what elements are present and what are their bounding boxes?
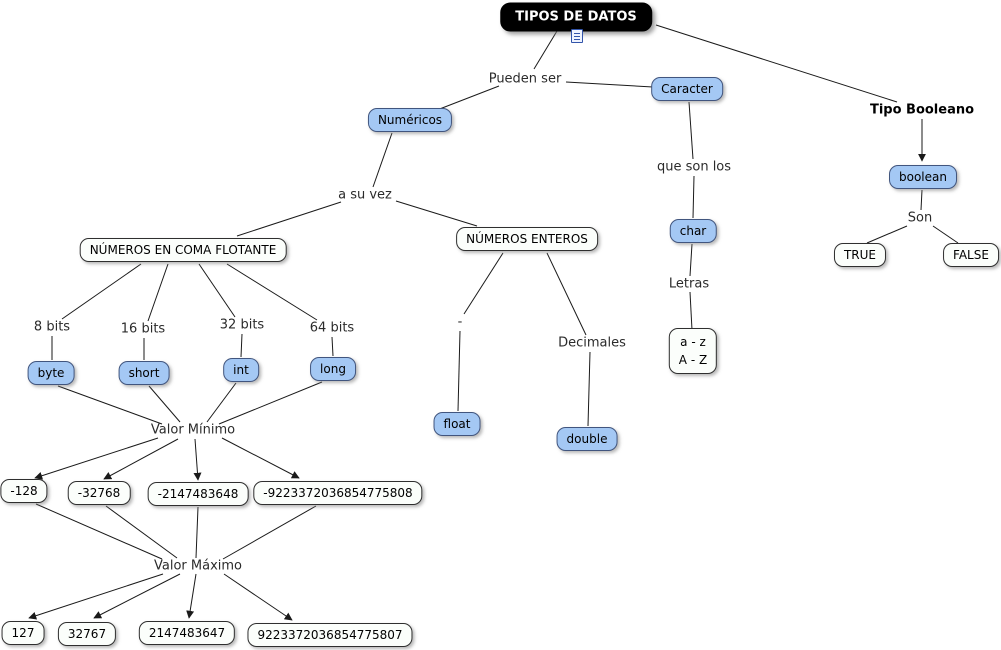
link-16-bits[interactable]: 16 bits [120,321,166,337]
node-int[interactable]: int [223,358,259,382]
connector-line [35,503,163,560]
node-max-int[interactable]: 2147483647 [138,621,236,645]
connector-line [222,505,317,560]
connector-line [193,438,202,481]
connector-line [57,385,163,425]
rango-line-2: A - Z [678,353,708,367]
link-valor-minimo[interactable]: Valor Mínimo [150,422,236,438]
node-rango-letras[interactable]: a - z A - Z [668,328,718,374]
connector-line [61,263,142,320]
connector-line [436,85,500,111]
node-double[interactable]: double [556,427,618,451]
connector-line [692,175,695,219]
link-letras[interactable]: Letras [668,276,710,292]
link-a-su-vez[interactable]: a su vez [338,187,392,203]
link-8-bits[interactable]: 8 bits [33,319,71,335]
connector-line [147,263,169,322]
connector-line [226,263,318,321]
connector-line [565,81,654,88]
connector-line [28,573,164,620]
connector-line [223,573,293,621]
connector-line [920,189,923,211]
connector-line [218,381,323,425]
node-byte[interactable]: byte [27,361,75,385]
connector-line [331,336,334,357]
connector-line [34,437,159,480]
link-decimales[interactable]: Decimales [558,335,626,351]
node-true[interactable]: TRUE [833,243,887,267]
connector-line [105,505,178,559]
node-long[interactable]: long [310,357,356,381]
connector-line [689,291,693,331]
document-icon[interactable] [571,29,583,43]
node-min-short[interactable]: -32768 [67,481,131,505]
connector-line [103,438,179,480]
node-char[interactable]: char [669,219,717,243]
connector-line [198,263,236,318]
connector-line [587,351,591,427]
node-max-short[interactable]: 32767 [57,622,117,646]
node-tipos-de-datos[interactable]: TIPOS DE DATOS [500,2,652,32]
node-min-int[interactable]: -2147483648 [147,482,249,506]
link-64-bits[interactable]: 64 bits [309,320,355,336]
node-short[interactable]: short [118,361,170,385]
connector-line [457,330,461,412]
connector-line [533,30,558,70]
connector-line [240,333,243,358]
link-son[interactable]: Son [907,210,933,226]
node-numeros-enteros[interactable]: NÚMEROS ENTEROS [456,227,598,251]
link-que-son-los[interactable]: que son los [656,159,732,175]
node-min-long[interactable]: -9223372036854775808 [253,481,423,505]
link-32-bits[interactable]: 32 bits [219,317,265,333]
node-min-byte[interactable]: -128 [0,479,48,503]
node-max-long[interactable]: 9223372036854775807 [247,623,413,647]
connector-line [546,252,587,336]
node-caracter[interactable]: Caracter [651,77,723,101]
connector-line [195,506,199,559]
connector-line [688,101,694,160]
link-dash[interactable]: - [457,314,463,330]
connector-line [93,573,181,619]
connector-line [148,385,181,423]
connector-line [689,243,693,277]
connector-line [221,437,300,479]
node-numericos[interactable]: Numéricos [367,108,453,132]
node-numeros-coma-flotante[interactable]: NÚMEROS EN COMA FLOTANTE [79,238,287,262]
connector-line [206,382,237,423]
node-float[interactable]: float [433,412,481,436]
rango-line-1: a - z [680,335,706,349]
node-false[interactable]: FALSE [943,243,999,267]
link-valor-maximo[interactable]: Valor Máximo [154,558,242,574]
connector-line [655,24,898,103]
connector-line [186,573,197,619]
link-pueden-ser[interactable]: Pueden ser [488,71,562,87]
node-tipo-booleano[interactable]: Tipo Booleano [869,102,975,118]
connector-line [932,225,959,244]
connector-line [395,200,478,227]
connector-line [463,252,504,315]
connector-line [372,132,393,188]
connector-line [866,225,908,244]
node-boolean[interactable]: boolean [889,165,957,189]
connector-line [236,201,342,237]
node-max-byte[interactable]: 127 [1,621,45,645]
